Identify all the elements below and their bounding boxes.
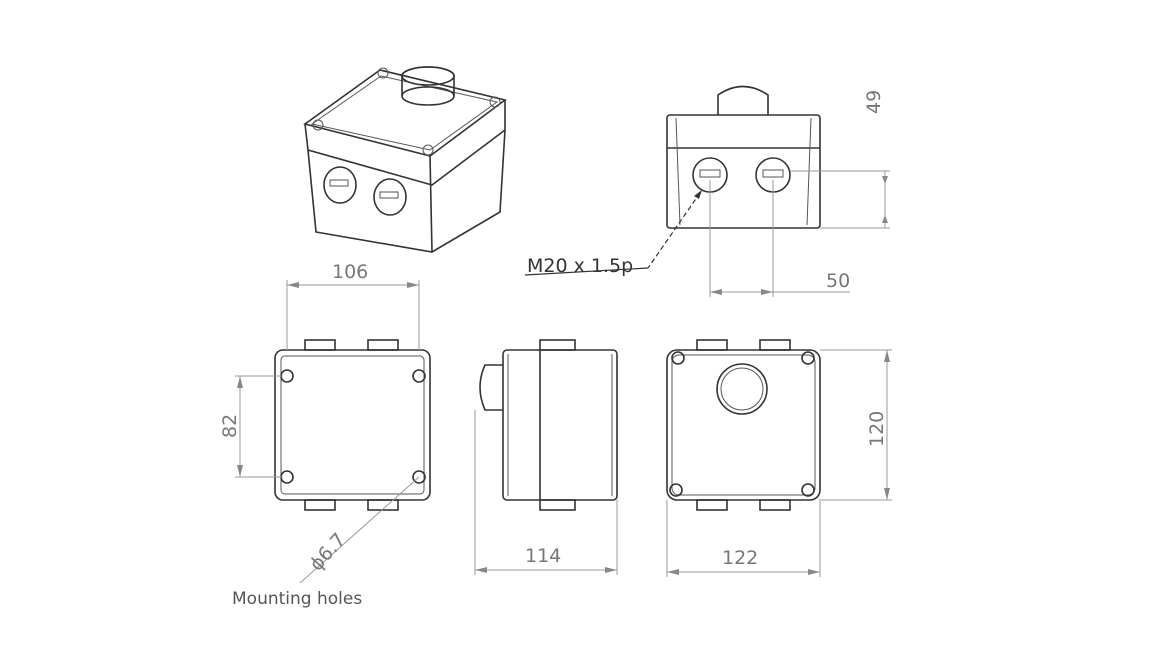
gland-thread-label: M20 x 1.5p bbox=[527, 255, 633, 277]
front-view bbox=[666, 339, 892, 577]
isometric-view bbox=[303, 66, 507, 253]
dim-width-top: 106 bbox=[332, 261, 368, 283]
mounting-holes-label: Mounting holes bbox=[232, 589, 362, 609]
side-view bbox=[474, 339, 618, 575]
dim-height-front: 120 bbox=[866, 411, 888, 447]
dim-hole-diameter: ϕ6.7 bbox=[305, 529, 350, 575]
dim-height-side: 49 bbox=[863, 90, 885, 114]
dim-depth-side: 114 bbox=[525, 545, 561, 567]
front-elevation bbox=[524, 85, 890, 297]
top-view bbox=[235, 280, 431, 584]
dim-gland-spacing: 50 bbox=[826, 270, 850, 292]
dim-width-front: 122 bbox=[722, 547, 758, 569]
dim-hole-spacing: 82 bbox=[219, 414, 241, 438]
